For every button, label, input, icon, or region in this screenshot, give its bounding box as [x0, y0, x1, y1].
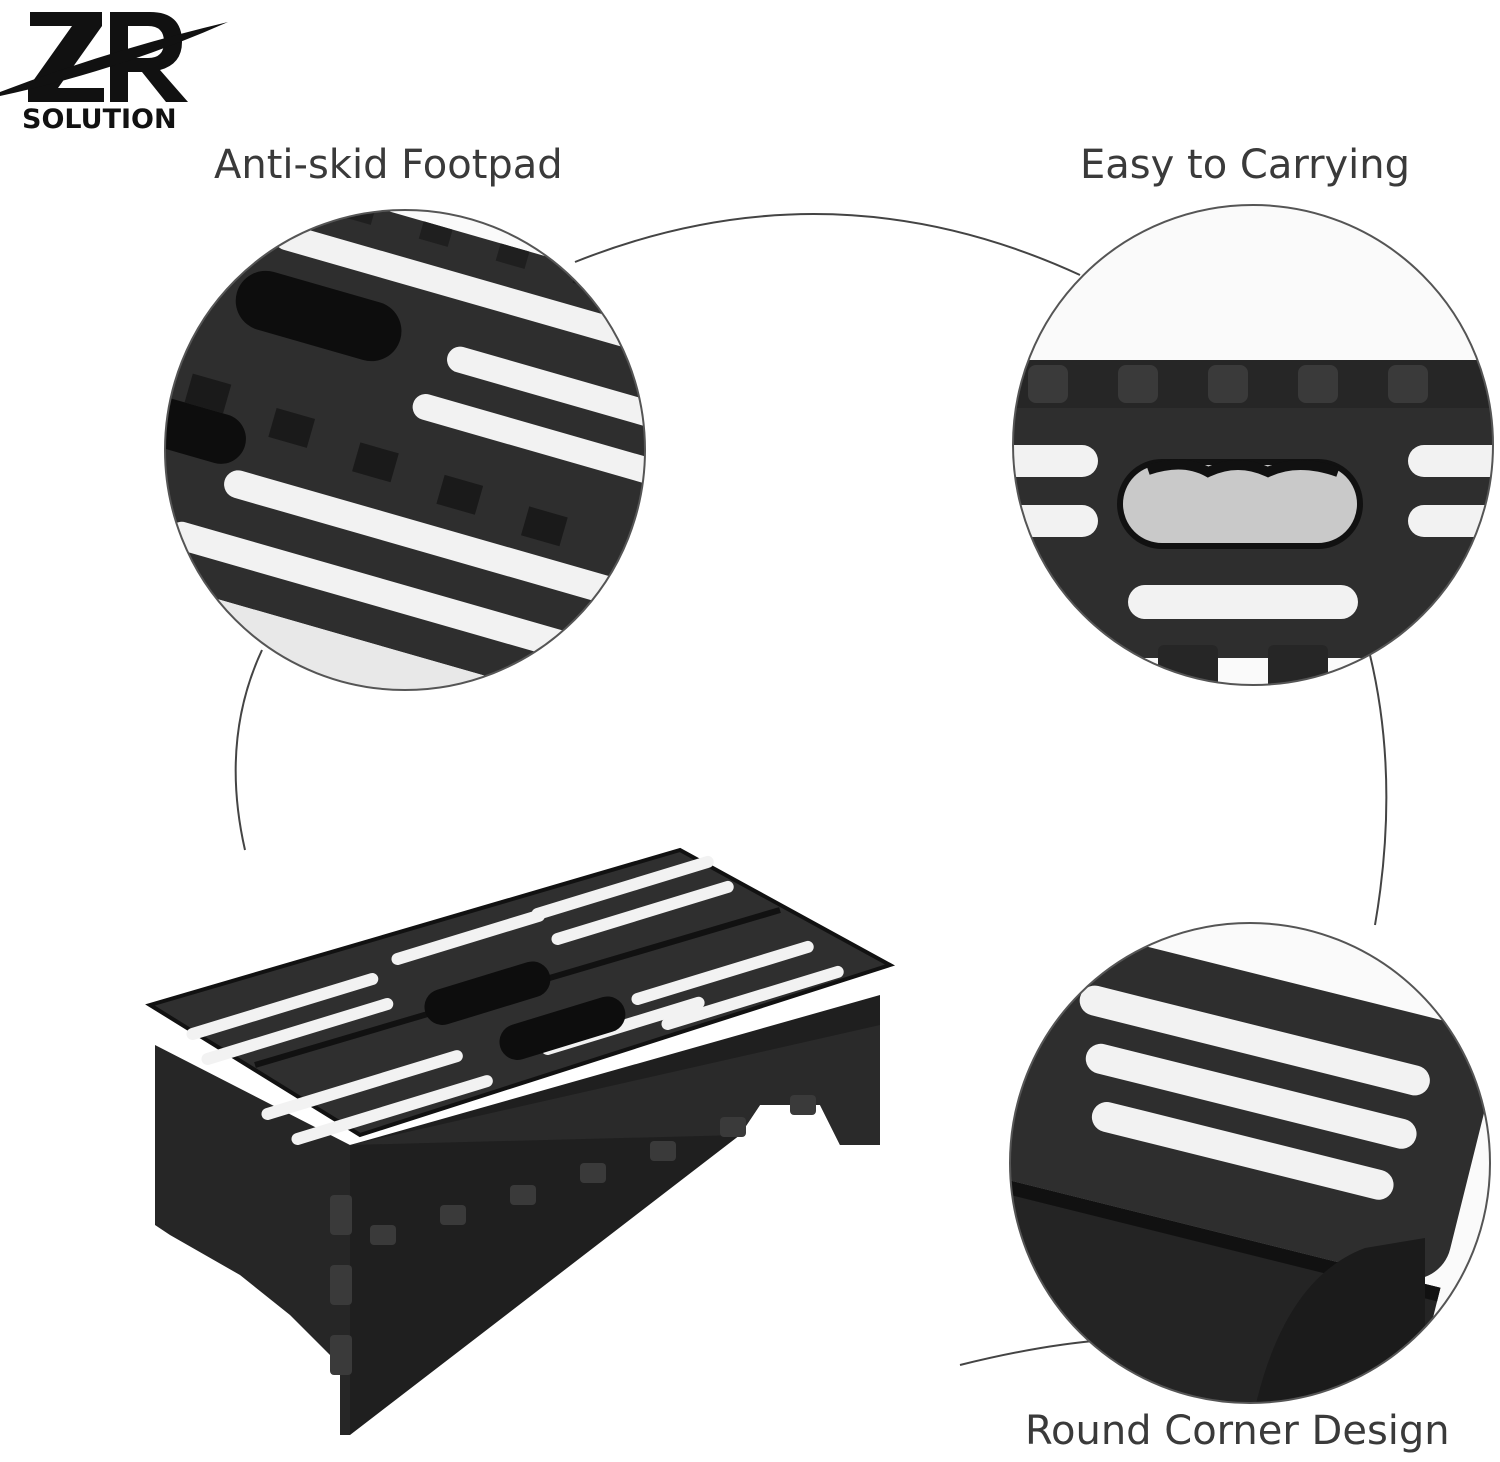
arc-right — [1369, 654, 1388, 926]
arc-left — [234, 649, 263, 851]
feature-title-footpad: Anti-skid Footpad — [214, 142, 563, 188]
arc-top — [574, 213, 1081, 276]
footpad-closeup-image — [164, 209, 646, 691]
handle-closeup-image — [1012, 204, 1494, 686]
step-stool-product-image — [145, 847, 896, 1435]
brand-logo: SOLUTION — [0, 0, 240, 140]
logo-mark-icon — [0, 12, 228, 102]
logo-word: SOLUTION — [22, 104, 177, 135]
feature-title-carry: Easy to Carrying — [1080, 142, 1411, 188]
feature-title-corner: Round Corner Design — [1025, 1408, 1450, 1454]
corner-closeup-image — [1009, 922, 1491, 1404]
